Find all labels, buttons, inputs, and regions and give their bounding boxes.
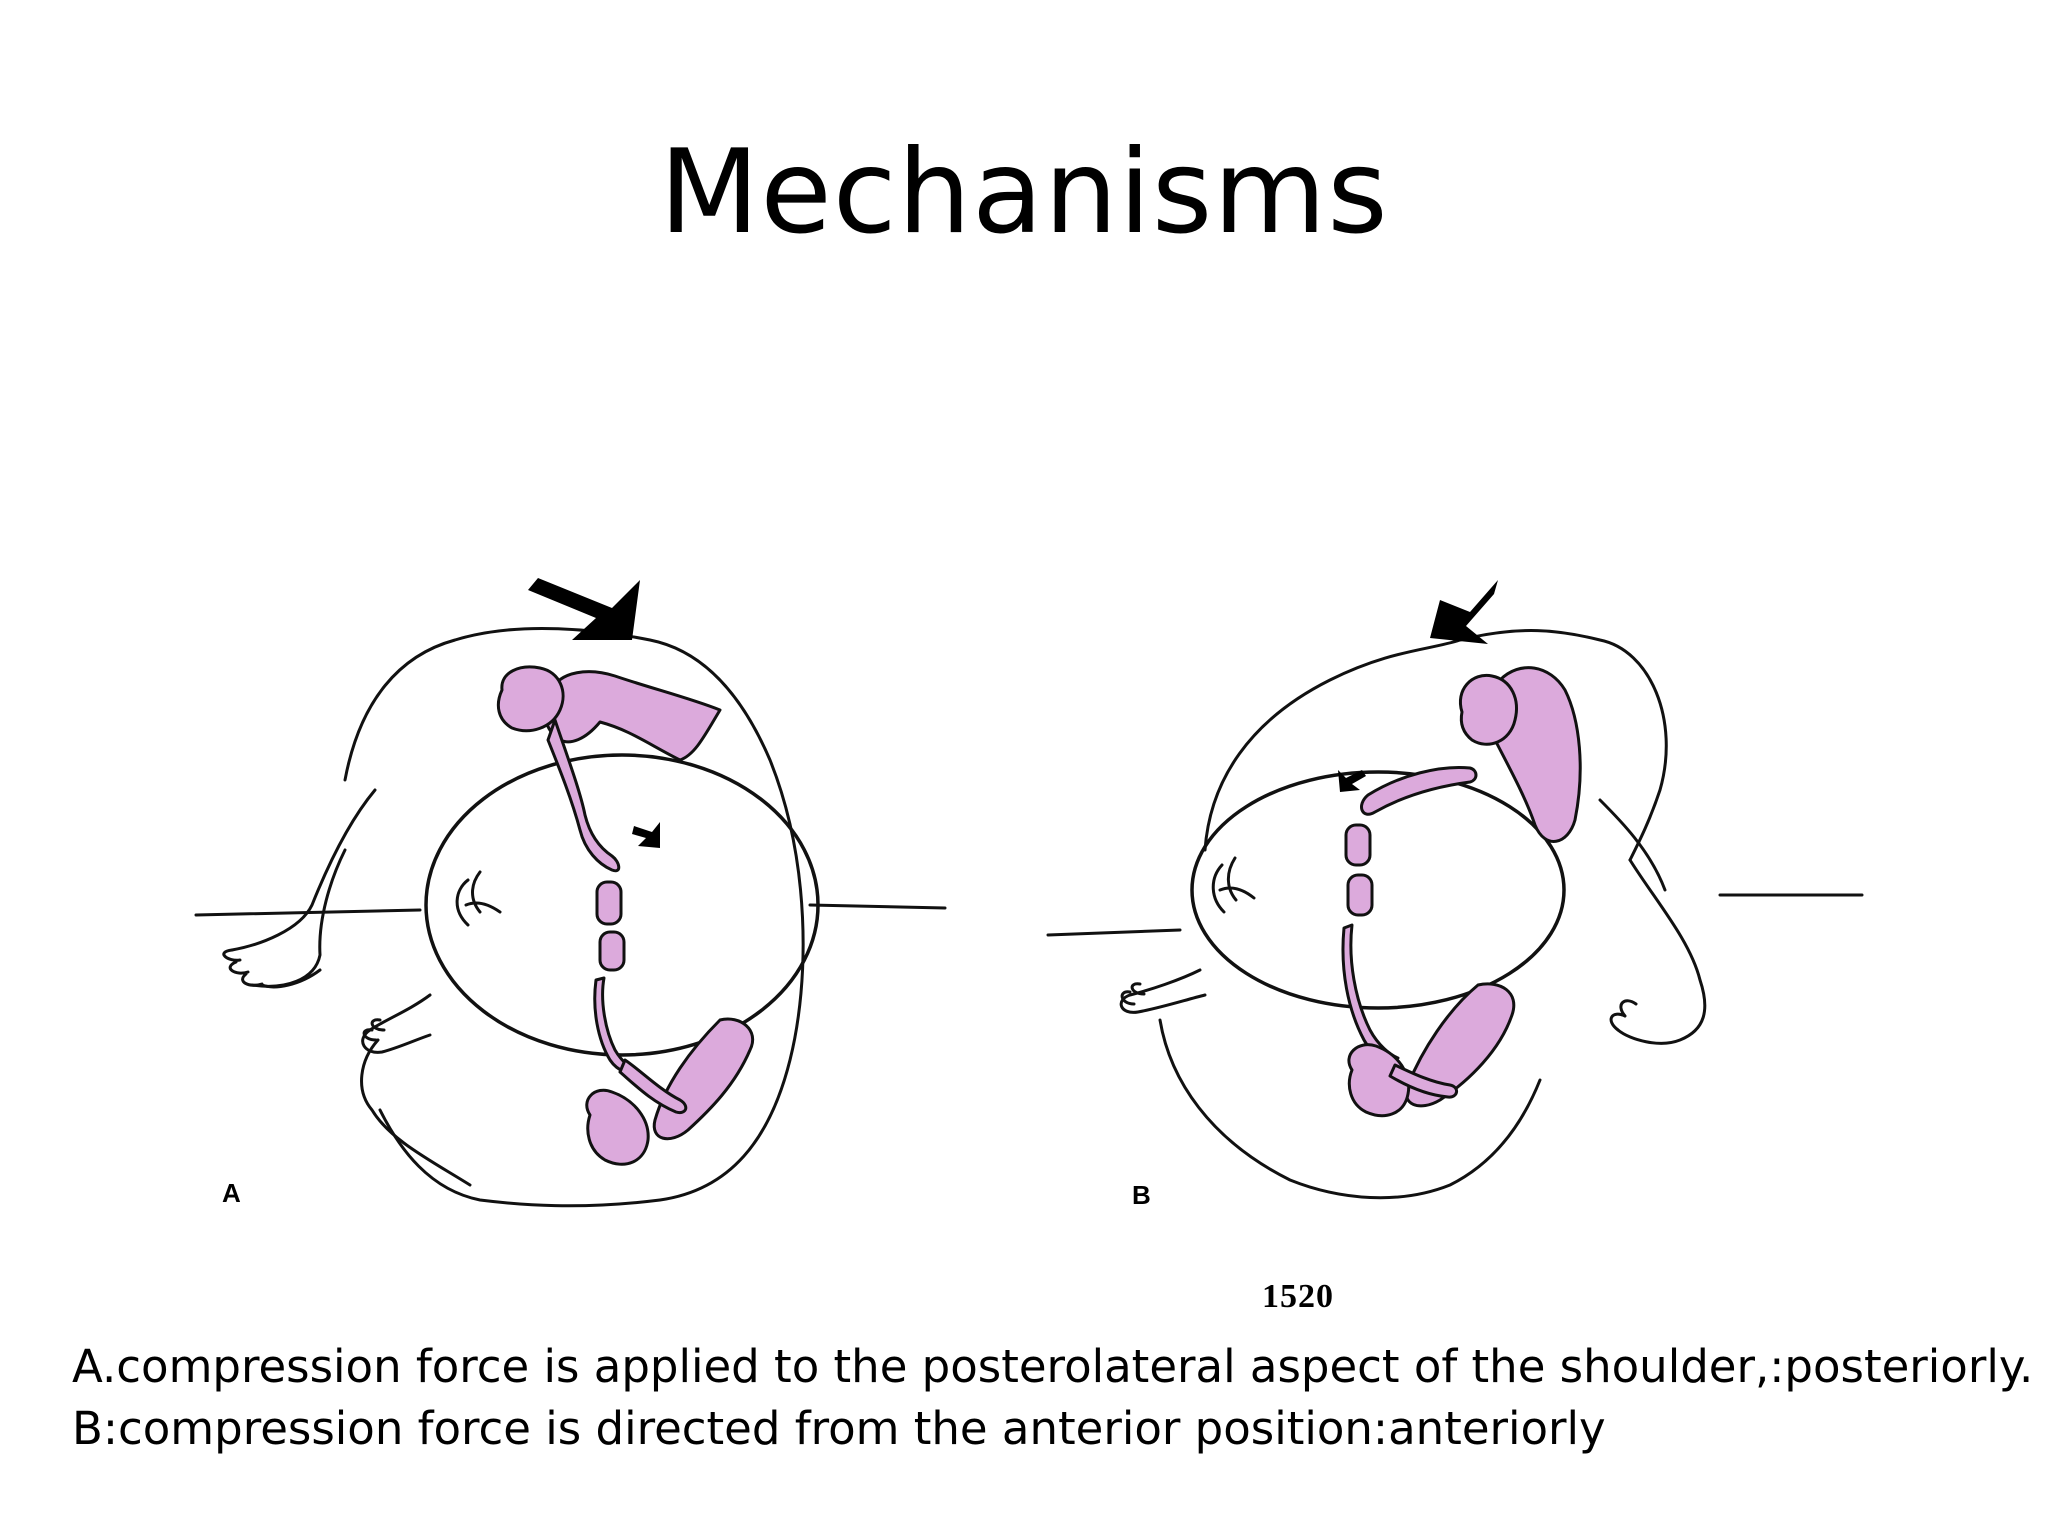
face-detail-b [1211, 856, 1256, 914]
arm-b [1598, 798, 1707, 1045]
clavicle-bottom-a [618, 1058, 688, 1115]
leg-b [1119, 968, 1207, 1014]
humerus-head-bottom-b [1347, 1043, 1411, 1118]
table-line-a-right [808, 903, 947, 910]
scapula-bottom-a [652, 1017, 755, 1141]
head-outline-a [424, 753, 820, 1057]
clavicle-bottom-b [1388, 1063, 1458, 1099]
scapula-bottom-b [1404, 982, 1516, 1108]
clavicle-top-b [1360, 766, 1478, 816]
bones-a [496, 665, 755, 1166]
face-detail-a [455, 870, 502, 927]
panel-label-b: B [1132, 1180, 1151, 1210]
arrow-large-a [528, 578, 640, 640]
body-lower-a [360, 1038, 472, 1187]
humerus-head-top-b [1459, 673, 1518, 746]
vertebra-a1 [595, 880, 623, 926]
bones-b [1341, 666, 1582, 1118]
spine-lower-a [593, 976, 642, 1075]
panel-b-drawing [1046, 629, 1864, 1200]
table-line-b-left [1046, 928, 1182, 937]
leg-a [361, 993, 432, 1054]
humerus-head-bottom-a [585, 1088, 650, 1166]
caption-line-b: B:compression force is directed from the… [72, 1402, 1606, 1455]
caption-line-a: A.compression force is applied to the po… [72, 1340, 2034, 1393]
arrow-large-b [1430, 580, 1498, 644]
panel-label-a: A [222, 1178, 241, 1208]
body-outline-a [343, 626, 805, 1208]
slide-title: Mechanisms [659, 125, 1389, 260]
scapula-top-a [543, 670, 722, 762]
arrow-small-a [632, 822, 660, 848]
arrow-small-b [1338, 770, 1366, 792]
clavicle-top-a [546, 718, 621, 873]
figure-number: 1520 [1262, 1278, 1334, 1315]
hand-b [1609, 999, 1638, 1032]
vertebra-a2 [598, 930, 626, 972]
arrows-b [1338, 580, 1498, 792]
humerus-head-top-a [496, 665, 565, 733]
vertebra-b1 [1344, 823, 1372, 867]
arm-a [230, 788, 377, 988]
panel-a-drawing [194, 626, 947, 1208]
head-outline-b [1190, 770, 1566, 1010]
body-lower-b [1158, 1018, 1542, 1200]
arrows-a [528, 578, 660, 848]
caption: A.compression force is applied to the po… [72, 1336, 2034, 1460]
hand-a1 [222, 948, 322, 989]
vertebra-b2 [1346, 873, 1374, 917]
foot-toes-b [1120, 982, 1146, 1006]
spine-lower-b [1341, 923, 1400, 1061]
body-outline-b [1203, 629, 1668, 862]
foot-toes-a [362, 1018, 386, 1042]
